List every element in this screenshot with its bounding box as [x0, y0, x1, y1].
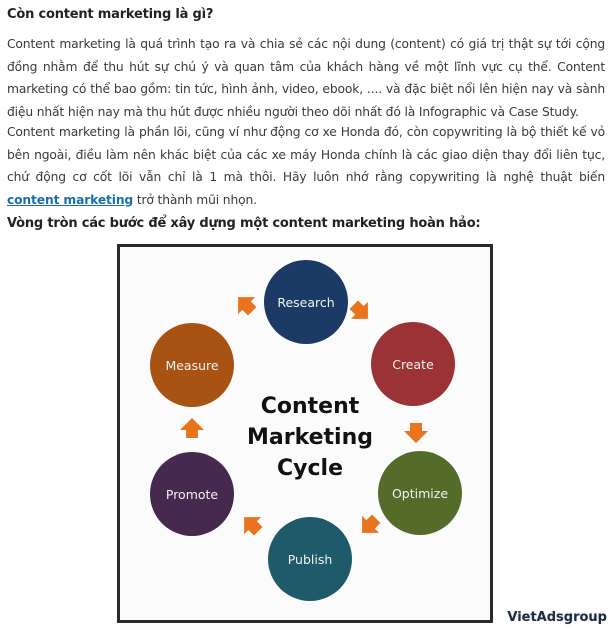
paragraph-definition: Content marketing là quá trình tạo ra và…: [7, 37, 605, 119]
content-marketing-cycle-image: Research Create Optimize Publish Promote…: [117, 244, 493, 623]
cycle-title: Content Marketing Cycle: [230, 391, 390, 484]
step-label: Promote: [165, 486, 219, 502]
paragraph-text: Content marketing là phần lõi, cũng ví n…: [7, 125, 605, 184]
step-promote-circle: Promote: [150, 452, 234, 536]
step-label: Measure: [165, 357, 219, 373]
step-measure-circle: Measure: [150, 323, 234, 407]
cycle-title-line: Content: [260, 394, 360, 419]
watermark: VietAdsgroup: [507, 610, 607, 625]
paragraph-copywriting-comparison: Content marketing là phần lõi, cũng ví n…: [7, 121, 605, 211]
arrow-down-left-icon: [362, 514, 381, 533]
cycle-title-line: Marketing: [246, 425, 374, 450]
arrow-down-icon: [404, 423, 428, 443]
arrow-up-icon: [180, 418, 204, 438]
arrow-up-left-icon: [244, 517, 263, 536]
section-heading-cycle-steps: Vòng tròn các bước để xây dựng một conte…: [7, 216, 481, 231]
section-heading-what-is-content-marketing: Còn content marketing là gì?: [7, 7, 214, 22]
step-label: Research: [277, 294, 335, 310]
step-publish-circle: Publish: [268, 517, 352, 601]
step-label: Optimize: [391, 485, 449, 501]
cycle-title-line: Cycle: [277, 456, 343, 481]
arrow-down-right-icon: [349, 300, 368, 319]
step-create-circle: Create: [371, 322, 455, 406]
step-research-circle: Research: [264, 260, 348, 344]
content-marketing-link[interactable]: content marketing: [7, 192, 134, 207]
step-label: Publish: [287, 551, 333, 567]
arrow-up-right-icon: [238, 297, 257, 316]
cycle-arrows: [180, 297, 428, 536]
step-optimize-circle: Optimize: [378, 451, 462, 535]
paragraph-text: trở thành mũi nhọn.: [133, 192, 257, 207]
step-label: Create: [392, 356, 434, 372]
